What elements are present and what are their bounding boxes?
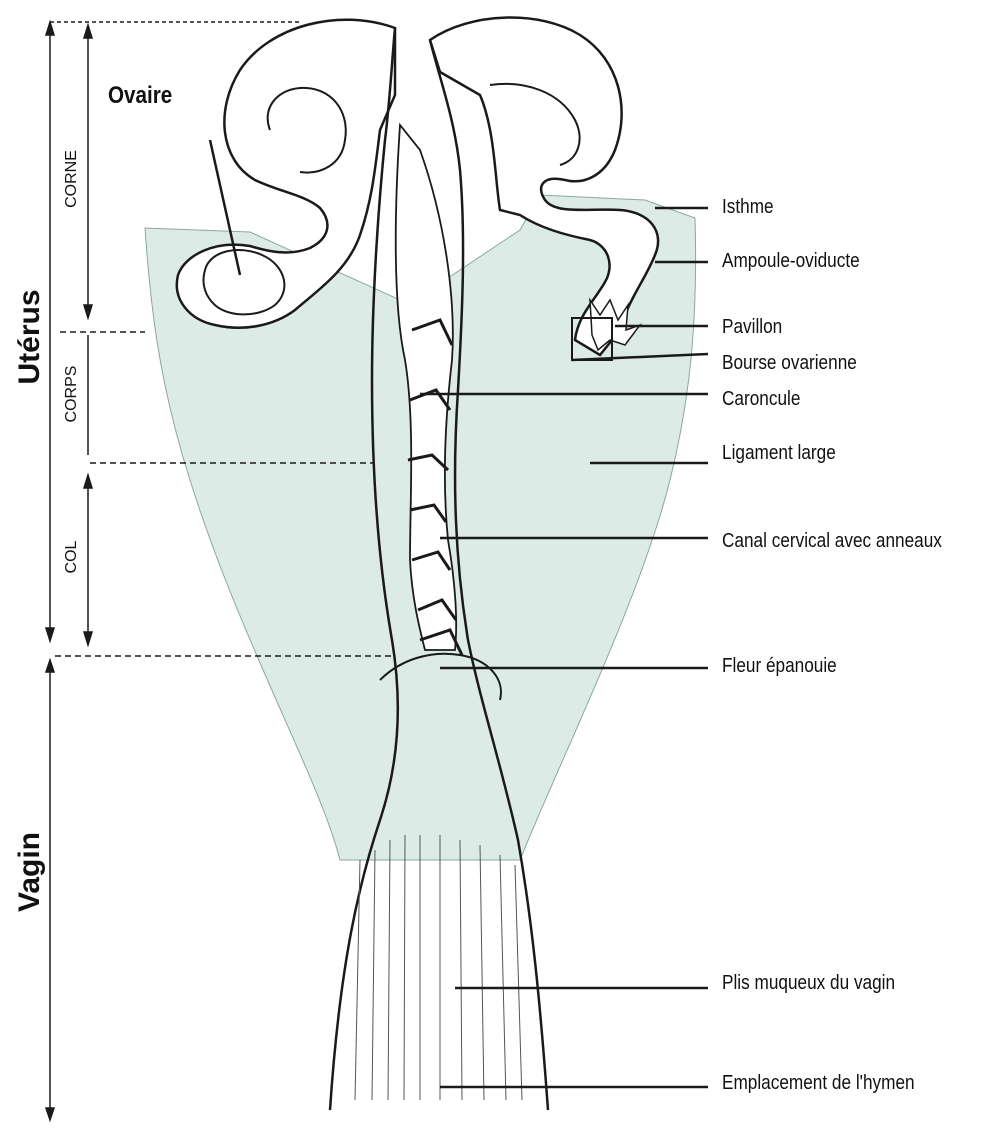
broad-ligament-label: Ligament large xyxy=(722,442,836,465)
flower-label: Fleur épanouie xyxy=(722,655,837,678)
isthmus-label: Isthme xyxy=(722,196,774,219)
cervix-region-label: COL xyxy=(63,517,81,597)
vaginal-folds-label: Plis muqueux du vagin xyxy=(722,972,895,995)
ovary-label: Ovaire xyxy=(108,82,172,110)
vagina-region-label: Vagin xyxy=(13,812,47,932)
vaginal-mucosal-folds xyxy=(355,835,522,1100)
cervical-canal-label: Canal cervical avec anneaux xyxy=(722,530,942,553)
body-region-label: CORPS xyxy=(63,354,81,434)
hymen-label: Emplacement de l'hymen xyxy=(722,1072,915,1095)
ampulla-label: Ampoule-oviducte xyxy=(722,250,860,273)
ovarian-bursa-label: Bourse ovarienne xyxy=(722,352,857,375)
infundibulum-label: Pavillon xyxy=(722,316,782,339)
uterus-region-label: Utérus xyxy=(13,277,47,397)
caruncle-label: Caroncule xyxy=(722,388,800,411)
horn-region-label: CORNE xyxy=(63,139,81,219)
